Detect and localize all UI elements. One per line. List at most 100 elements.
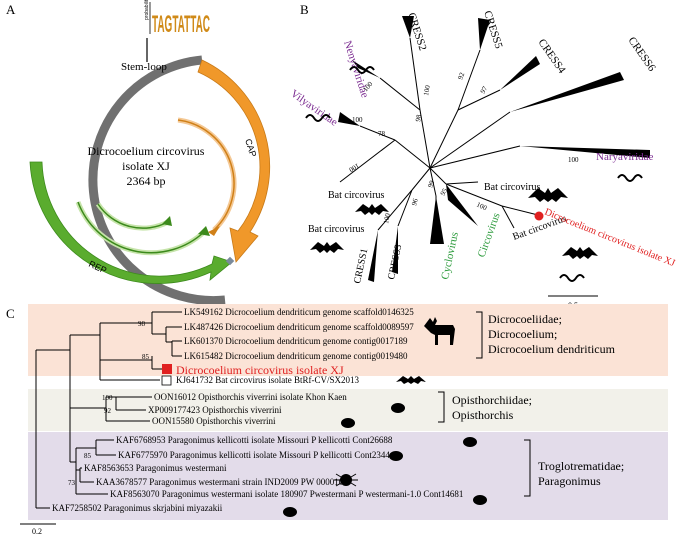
branch [359,125,396,141]
taxon-label: KJ641732 Bat circovirus isolate BtRf-CV/… [176,375,359,385]
bootstrap-value: 78 [378,130,386,138]
bootstrap-value: 100 [352,116,363,124]
branch [377,189,413,231]
clade-cress6 [510,72,624,112]
bootstrap-value: 100 [347,162,361,174]
genome-backbone [88,55,226,306]
bracket-opis [438,391,445,423]
genome-length: 2364 bp [127,174,166,188]
bootstrap-value: 92 [104,407,112,415]
bootstrap-value: 99 [426,179,436,189]
inner-cap-arc-glow [177,117,237,232]
inner-rep-arc [77,201,205,254]
bat-icon [528,188,568,202]
cap-gene-arrow [197,59,271,263]
bat-icon [310,242,344,253]
branch [411,167,431,191]
bootstrap-value: 73 [68,479,76,487]
taxon-label: LK487426 Dicrocoelium dendriticum genome… [184,322,414,332]
group-trog-line2: Paragonimus [538,474,601,488]
branch [429,167,437,197]
clade-cress4 [500,56,540,90]
dcv-square-marker [162,364,172,374]
panel-b-letter: B [300,2,309,17]
clade-cress2 [402,16,414,38]
branch [419,109,431,169]
tick-legs [334,473,358,487]
clade-naryaviridae [520,146,650,158]
bootstrap-value: 98 [138,320,146,328]
cap-label: CAP [243,138,258,159]
taxon-label: KAF6775970 Paragonimus kellicotti isolat… [118,450,390,460]
inner-rep-arc2 [97,203,169,229]
taxon-label: LK615482 Dicrocoelium dendriticum genome… [184,351,408,361]
goat-icon [424,317,455,345]
taxon-label: LK549162 Dicrocoelium dendriticum genome… [184,307,414,317]
panel-c: C [6,304,668,536]
group-dicro-line2: Dicrocoelium; [488,327,557,341]
taxon-label: KAA3678577 Paragonimus westermani strain… [96,477,353,487]
taxon-label: OON15580 Opisthorchis viverrini [152,416,276,426]
tree-c-branches [35,311,182,509]
branch [429,111,511,169]
bootstrap-value: 100 [382,212,392,224]
squiggle-icon [559,274,585,282]
branch [379,77,421,111]
intergenic-marker [225,256,235,266]
bootstrap-value: 100 [568,156,579,164]
virus-squiggles [305,66,643,282]
branch [429,145,521,169]
stem-loop-label: Stem-loop [121,61,167,73]
bootstrap-value: 100 [422,84,432,96]
bracket-dicro [476,311,483,359]
group-dicro-line1: Dicrocoeliidae; [488,312,562,326]
branch [501,205,515,229]
group-dicro-line3: Dicrocoelium dendriticum [488,342,616,356]
group-brackets [438,311,531,497]
panel-a: A probability TAGTATTAC Stem-loop CAP RE… [6,0,271,306]
bat-icon [355,204,389,215]
clade-vilyaviridae [338,112,360,126]
branch [429,109,459,169]
branch [501,205,539,216]
bootstrap-values-c: 98 85 100 92 85 73 [68,320,150,487]
label-vilyaviridae: Vilyaviridae [288,88,339,129]
taxon-label: KAF8563653 Paragonimus westermani [84,463,227,473]
taxon-label: LK601370 Dicrocoelium dendriticum genome… [184,336,408,346]
branch [445,181,479,185]
genome-name-line2: isolate XJ [122,159,170,173]
inner-cap-arrowhead [208,226,220,236]
mouse-icon [341,418,355,428]
mouse-icon [463,437,477,447]
taxon-label: KAF6768953 Paragonimus kellicotti isolat… [116,435,393,445]
bootstrap-value: 85 [142,353,150,361]
logo-letters: TAGTATTAC [152,11,210,38]
taxa-labels: LK549162 Dicrocoelium dendriticum genome… [52,307,463,513]
label-cress1: CRESS1 [352,248,370,285]
collapsed-clades [338,16,650,282]
clade-cress3 [392,226,398,274]
bat-icon [562,247,598,259]
inner-rep-arrowhead [198,226,210,236]
inner-rep-arrowhead2 [162,216,172,226]
taxon-label: KAF7258502 Paragonimus skrjabini miyazak… [52,503,223,513]
tree-branches [339,37,539,232]
panel-c-letter: C [6,306,15,321]
bracket-trog [524,439,531,497]
bat-icon [396,376,426,384]
label-dcv: Dicrocoelium circovirus isolate XJ [543,207,677,270]
bootstrap-value: 100 [475,201,488,213]
host-icons [283,317,487,517]
bootstrap-value: 98 [414,114,423,123]
open-square-marker [161,375,172,386]
squiggle-icon [617,174,643,182]
rep-gene-arrow [29,161,233,284]
squiggle-icon [349,66,375,74]
label-bat-circovirus-2: Bat circovirus [308,224,364,235]
bat-icons [310,188,598,259]
dcv-marker [534,211,544,221]
label-cress4: CRESS4 [536,37,569,76]
label-naryaviridae: Naryaviridae [596,151,654,163]
branch [339,139,396,183]
